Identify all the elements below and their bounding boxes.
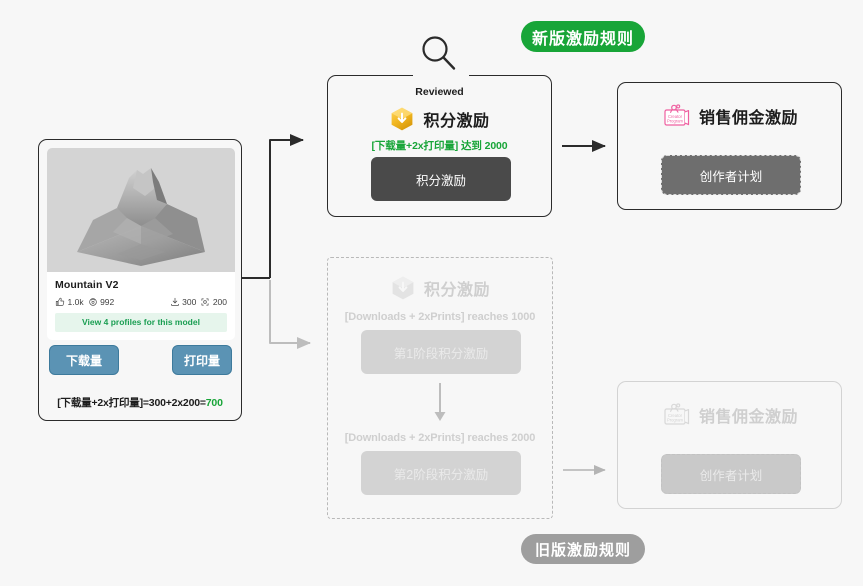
points-badge-icon — [392, 276, 414, 300]
old-stage1-condition: [Downloads + 2xPrints] reaches 1000 — [344, 311, 536, 323]
formula-text: [下载量+2x打印量]=300+2x200=700 — [39, 395, 241, 410]
svg-text:Creator: Creator — [668, 114, 683, 119]
mountain-render-icon — [77, 168, 205, 266]
creator-program-icon: Creator Program — [664, 403, 690, 425]
stat-prints-value: 200 — [212, 297, 227, 307]
model-thumbnail[interactable] — [47, 148, 235, 272]
stage-down-arrow-icon — [434, 383, 446, 421]
svg-text:Program: Program — [667, 417, 684, 422]
old-sales-card-header: Creator Program 销售佣金激励 — [618, 402, 841, 428]
thumbs-up-icon — [55, 297, 65, 306]
old-points-card-title: 积分激励 — [423, 282, 490, 299]
old-stage1-button[interactable]: 第1阶段积分激励 — [361, 330, 521, 374]
sales-card-header: Creator Program 销售佣金激励 — [618, 103, 841, 129]
points-card-title: 积分激励 — [423, 113, 490, 130]
card-sales-commission-old[interactable]: Creator Program 销售佣金激励 创作者计划 — [617, 381, 842, 509]
svg-text:Program: Program — [667, 118, 684, 123]
old-creator-program-button[interactable]: 创作者计划 — [661, 454, 801, 494]
model-card-inner: Mountain V2 1.0k 992 — [47, 148, 235, 340]
reviewed-label: Reviewed — [415, 86, 464, 98]
old-stage2-condition: [Downloads + 2xPrints] reaches 2000 — [344, 432, 536, 444]
points-card-condition: [下载量+2x打印量] 达到 2000 — [371, 140, 508, 152]
formula-result: 700 — [205, 397, 223, 409]
svg-text:Creator: Creator — [668, 413, 683, 418]
creator-program-icon: Creator Program — [664, 104, 690, 126]
points-incentive-button[interactable]: 积分激励 — [371, 157, 511, 201]
model-title: Mountain V2 — [55, 279, 119, 291]
stat-collects: 992 — [88, 297, 115, 307]
view-profiles-link[interactable]: View 4 profiles for this model — [55, 313, 227, 332]
callout-print: 打印量 — [172, 345, 232, 375]
stat-prints: 200 — [200, 297, 227, 307]
download-icon — [170, 297, 179, 306]
card-sales-commission-new[interactable]: Creator Program 销售佣金激励 创作者计划 — [617, 82, 842, 210]
badge-new-rules: 新版激励规则 — [521, 21, 645, 52]
points-badge-icon — [392, 107, 413, 131]
magnifier-icon — [422, 36, 456, 70]
card-top-notch — [413, 74, 469, 78]
badge-old-rules: 旧版激励规则 — [521, 534, 645, 564]
sales-card-title: 销售佣金激励 — [698, 110, 798, 127]
old-points-card-header: 积分激励 — [328, 275, 552, 301]
old-rules-region: 积分激励 [Downloads + 2xPrints] reaches 1000… — [327, 257, 553, 519]
formula-expression: [下载量+2x打印量]=300+2x200= — [57, 397, 206, 409]
old-stage2-button[interactable]: 第2阶段积分激励 — [361, 451, 521, 495]
stat-likes-value: 1.0k — [67, 297, 84, 307]
stat-collects-value: 992 — [100, 297, 115, 307]
creator-program-button[interactable]: 创作者计划 — [661, 155, 801, 195]
stat-likes: 1.0k — [55, 297, 84, 307]
card-points-incentive-new[interactable]: Reviewed 积分激励 [下载量+2x打印量] 达到 2000 积分激励 — [327, 74, 552, 217]
print-icon — [201, 298, 209, 306]
stat-downloads-value: 300 — [182, 297, 197, 307]
stat-downloads: 300 — [170, 297, 197, 307]
callout-download: 下载量 — [49, 345, 119, 375]
model-meta: Mountain V2 1.0k 992 — [47, 272, 235, 340]
collect-icon — [88, 298, 97, 306]
model-stats-row: 1.0k 992 — [55, 297, 227, 307]
old-sales-card-title: 销售佣金激励 — [698, 409, 798, 426]
points-card-header: 积分激励 — [328, 106, 551, 132]
model-card[interactable]: Mountain V2 1.0k 992 — [38, 139, 242, 421]
